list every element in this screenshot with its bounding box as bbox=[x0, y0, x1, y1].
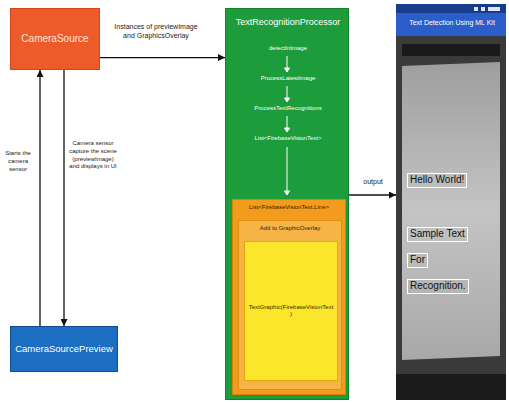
camera-shadow bbox=[402, 44, 500, 56]
edge-label: Camera sensor capture the scene (preview… bbox=[68, 140, 118, 171]
flow-arrowhead bbox=[285, 68, 290, 72]
box-label: CameraSourcePreview bbox=[15, 343, 113, 355]
camera-background bbox=[396, 4, 506, 400]
graphic-box: TextGraphic(FirebaseVisionText) bbox=[244, 241, 338, 381]
box-label: List<FirebaseVisionText.Line> bbox=[236, 204, 342, 212]
flow-arrow bbox=[100, 57, 225, 58]
flow-arrow bbox=[287, 147, 288, 192]
source-box: CameraSource bbox=[10, 8, 100, 70]
method-label: ProcessTextRecognitions bbox=[230, 105, 346, 113]
flow-arrowhead bbox=[285, 128, 290, 132]
flow-arrow bbox=[287, 56, 288, 69]
status-bar bbox=[396, 4, 506, 13]
app-bar bbox=[396, 13, 506, 36]
method-label: ProcessLatestImage bbox=[230, 75, 346, 83]
phone-screenshot bbox=[396, 4, 506, 400]
edge-label: Instances of previewImage and GraphicsOv… bbox=[108, 22, 204, 40]
method-label: List<FirebaseVisionText> bbox=[230, 135, 346, 143]
status-icon bbox=[488, 7, 500, 11]
box-title: TextRecognitionProcessor bbox=[230, 17, 346, 28]
list-box: List<FirebaseVisionText.Line> Add to Grap… bbox=[232, 199, 346, 395]
status-icon bbox=[474, 7, 478, 11]
camera-shadow bbox=[396, 374, 506, 400]
camera-view bbox=[396, 36, 506, 400]
overlay-box: Add to GraphicOverlayTextGraphic(Firebas… bbox=[238, 220, 342, 390]
edge-label: output bbox=[354, 177, 392, 186]
recognized-text: Sample Text bbox=[407, 227, 468, 242]
method-label: detectInImage bbox=[230, 45, 346, 53]
phone-screen: Text Detection Using ML KitHello World! S… bbox=[396, 4, 506, 400]
box-label: TextGraphic(FirebaseVisionText) bbox=[248, 304, 334, 319]
flow-arrow bbox=[39, 70, 40, 326]
box-title: Text Detection Using ML Kit bbox=[402, 19, 502, 28]
edge-label: Starts the camera sensor bbox=[1, 150, 35, 173]
flow-arrow bbox=[63, 70, 64, 326]
processor-box: TextRecognitionProcessor detectInImagePro… bbox=[225, 8, 349, 400]
status-icon bbox=[481, 7, 485, 11]
box-label: Add to GraphicOverlay bbox=[242, 225, 338, 233]
flow-arrowhead bbox=[285, 98, 290, 102]
box-label: CameraSource bbox=[21, 33, 88, 46]
recognized-text: Recognition. bbox=[407, 279, 469, 294]
recognized-text: For bbox=[407, 253, 428, 268]
flow-arrowhead bbox=[285, 191, 290, 195]
recognized-text: Hello World! bbox=[407, 173, 467, 188]
paper-sheet bbox=[402, 62, 500, 360]
flow-arrow bbox=[287, 116, 288, 129]
preview-box: CameraSourcePreview bbox=[10, 326, 118, 372]
flow-arrow bbox=[287, 86, 288, 99]
flow-arrow bbox=[349, 194, 396, 195]
